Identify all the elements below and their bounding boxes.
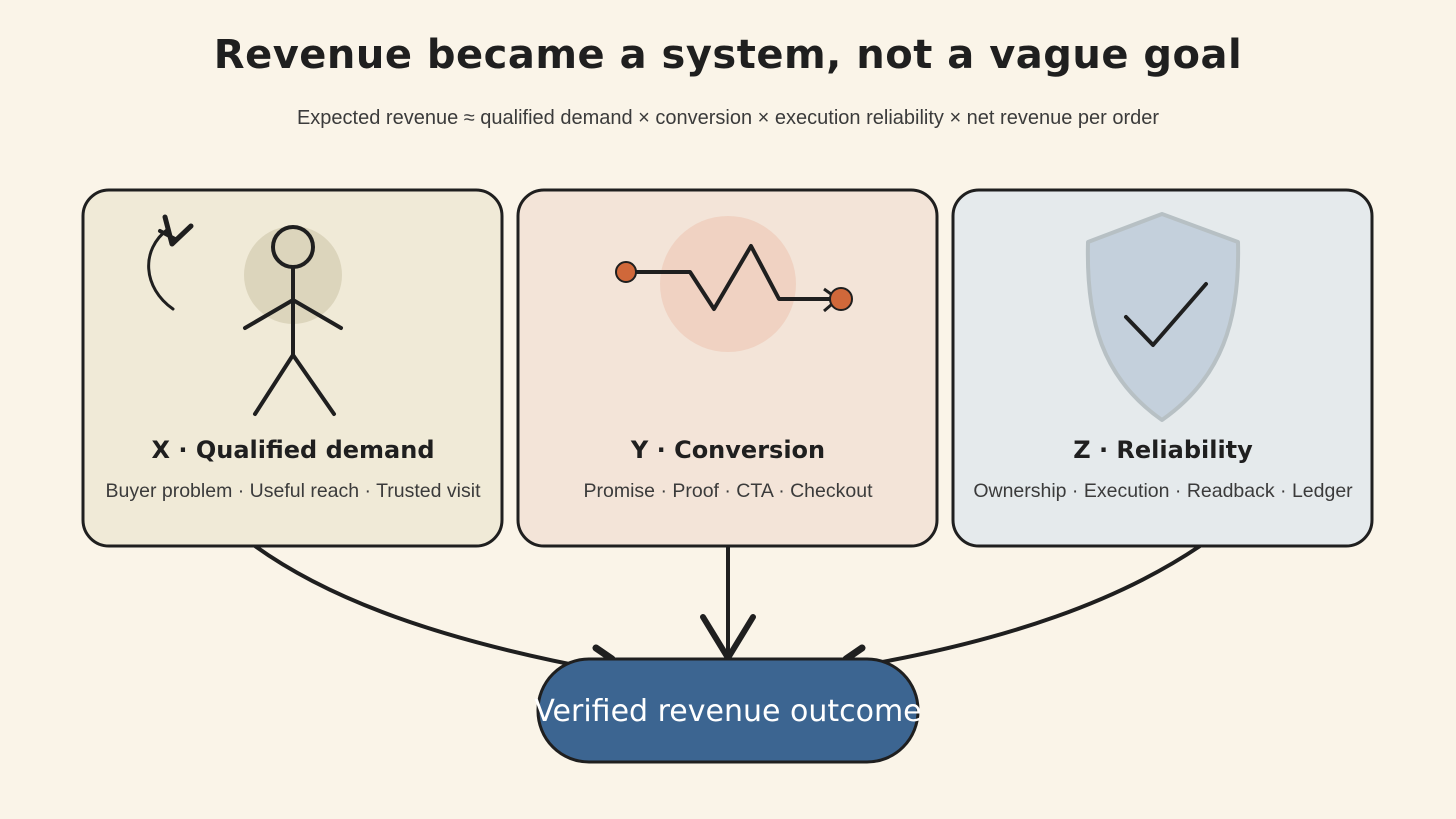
arrowhead-z (842, 644, 866, 663)
connector-x-to-outcome (253, 544, 601, 672)
card-z-subtitle: Ownership · Execution · Readback · Ledge… (973, 480, 1353, 502)
arrowhead-x (592, 644, 616, 663)
shield-check-icon (1085, 212, 1241, 422)
connector-z-to-outcome (859, 544, 1202, 668)
outcome-box (536, 657, 920, 764)
funnel-path-icon (615, 216, 853, 352)
card-y-title: Y · Conversion (630, 436, 826, 464)
card-x-box (81, 188, 504, 548)
outcome-label: Verified revenue outcome (534, 694, 922, 729)
curved-arrow-icon (147, 214, 194, 311)
card-x-subtitle: Buyer problem · Useful reach · Trusted v… (105, 480, 481, 502)
diagram-title: Revenue became a system, not a vague goa… (213, 32, 1243, 78)
card-y-subtitle: Promise · Proof · CTA · Checkout (583, 480, 873, 502)
diagram-subtitle: Expected revenue ≈ qualified demand × co… (296, 107, 1160, 129)
card-x-title: X · Qualified demand (151, 436, 435, 464)
card-z-title: Z · Reliability (1073, 436, 1253, 464)
person-icon (243, 225, 343, 416)
